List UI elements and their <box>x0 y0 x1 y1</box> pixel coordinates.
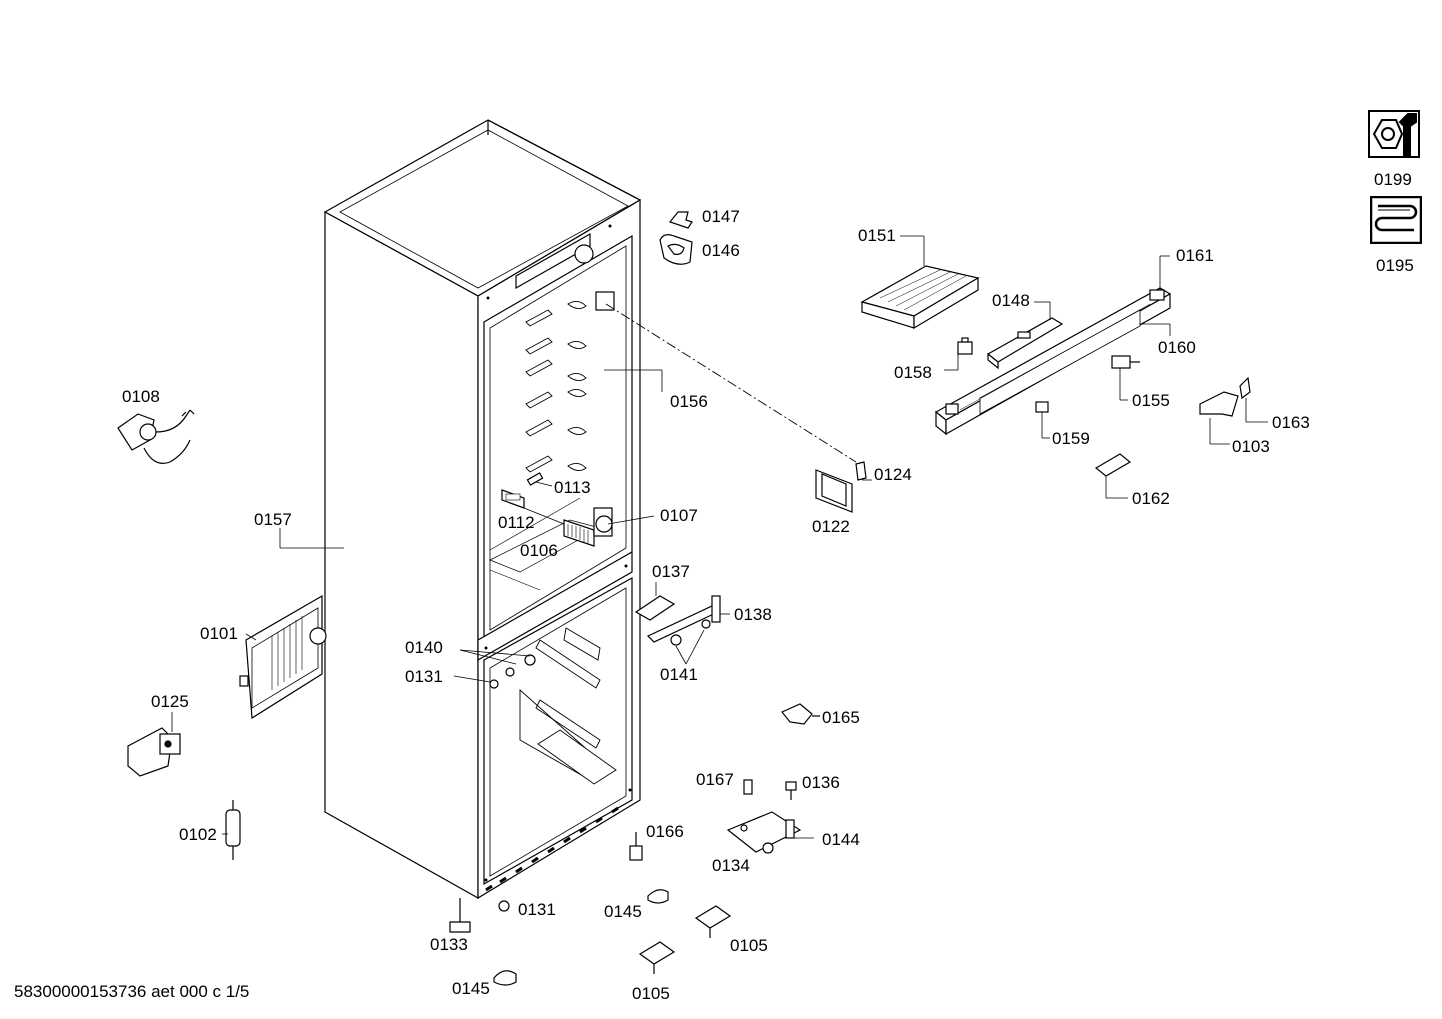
part-0107-fan <box>593 507 613 537</box>
part-0103 <box>1199 391 1239 417</box>
part-label: 0125 <box>151 692 189 711</box>
part-label: 0160 <box>1158 338 1196 357</box>
part-0137-hinge-cover <box>634 595 676 621</box>
part-0124 <box>855 461 867 481</box>
part-label: 0107 <box>660 506 698 525</box>
document-id-footer: 58300000153736 aet 000 c 1/5 <box>14 982 250 1001</box>
part-0131-washer <box>498 900 510 912</box>
part-label: 0163 <box>1272 413 1310 432</box>
part-0148-display-board <box>986 317 1064 370</box>
part-0105-bracket-2 <box>638 941 676 974</box>
part-0162-label <box>1094 453 1132 477</box>
part-label: 0138 <box>734 605 772 624</box>
part-label: 0101 <box>200 624 238 643</box>
part-0138-hinge <box>646 595 721 646</box>
part-0166-foot <box>629 832 643 861</box>
part-label: 0113 <box>554 478 591 497</box>
coil-icon-label: 0195 <box>1376 256 1414 275</box>
part-0105-bracket <box>694 905 732 938</box>
part-0145-cap <box>647 889 669 904</box>
part-label: 0158 <box>894 363 932 382</box>
part-label: 0122 <box>812 517 850 536</box>
part-label: 0146 <box>702 241 740 260</box>
part-label: 0145 <box>604 902 642 921</box>
cabinet-body <box>323 119 642 900</box>
part-label: 0157 <box>254 510 292 529</box>
part-label: 0136 <box>802 773 840 792</box>
part-label: 0148 <box>992 291 1030 310</box>
part-0147-clip <box>668 211 693 229</box>
part-0145-cap-2 <box>493 970 517 986</box>
part-0106-vent-grille <box>563 519 595 547</box>
part-label: 0131 <box>405 667 443 686</box>
part-label: 0167 <box>696 770 734 789</box>
part-label: 0102 <box>179 825 217 844</box>
service-icon-label: 0199 <box>1374 170 1412 189</box>
part-0102-tube <box>225 800 241 860</box>
part-0163 <box>1239 376 1251 400</box>
part-label: 0145 <box>452 979 490 998</box>
part-label: 0147 <box>702 207 740 226</box>
part-label: 0103 <box>1232 437 1270 456</box>
part-label: 0106 <box>520 541 558 560</box>
part-0101-rear-cover <box>239 594 327 720</box>
part-label: 0105 <box>730 936 768 955</box>
part-label: 0161 <box>1176 246 1214 265</box>
part-0160-control-rail <box>934 287 1172 436</box>
part-label: 0166 <box>646 822 684 841</box>
part-label: 0144 <box>822 830 860 849</box>
part-0165-sensor <box>781 703 820 725</box>
part-label: 0137 <box>652 562 690 581</box>
part-0133-leveling-foot <box>449 898 471 933</box>
part-label: 0108 <box>122 387 160 406</box>
part-label: 0151 <box>858 226 896 245</box>
part-label: 0133 <box>430 935 468 954</box>
coil-icon <box>1369 195 1423 245</box>
part-0122-lamp-cover <box>815 469 853 513</box>
part-label: 0165 <box>822 708 860 727</box>
part-0144-bottom-hinge <box>726 811 802 854</box>
part-label: 0159 <box>1052 429 1090 448</box>
part-label: 0162 <box>1132 489 1170 508</box>
part-label: 0141 <box>660 665 698 684</box>
part-label: 0156 <box>670 392 708 411</box>
part-label: 0124 <box>874 465 912 484</box>
part-label: 0112 <box>498 513 535 532</box>
part-0108-plug-cord <box>117 409 195 464</box>
part-0158-switch <box>957 337 973 355</box>
service-wrench-icon <box>1368 110 1420 158</box>
part-0155-switch <box>1111 355 1140 369</box>
part-label: 0134 <box>712 856 750 875</box>
part-0136-screw <box>785 781 797 800</box>
part-0113-sensor <box>526 472 544 486</box>
part-0167 <box>743 779 753 795</box>
part-0125-relay <box>127 727 181 777</box>
part-label: 0155 <box>1132 391 1170 410</box>
part-0159 <box>1035 401 1049 413</box>
part-label: 0105 <box>632 984 670 1003</box>
part-label: 0140 <box>405 638 443 657</box>
part-label: 0131 <box>518 900 556 919</box>
part-0151-electronics-module <box>860 265 980 330</box>
